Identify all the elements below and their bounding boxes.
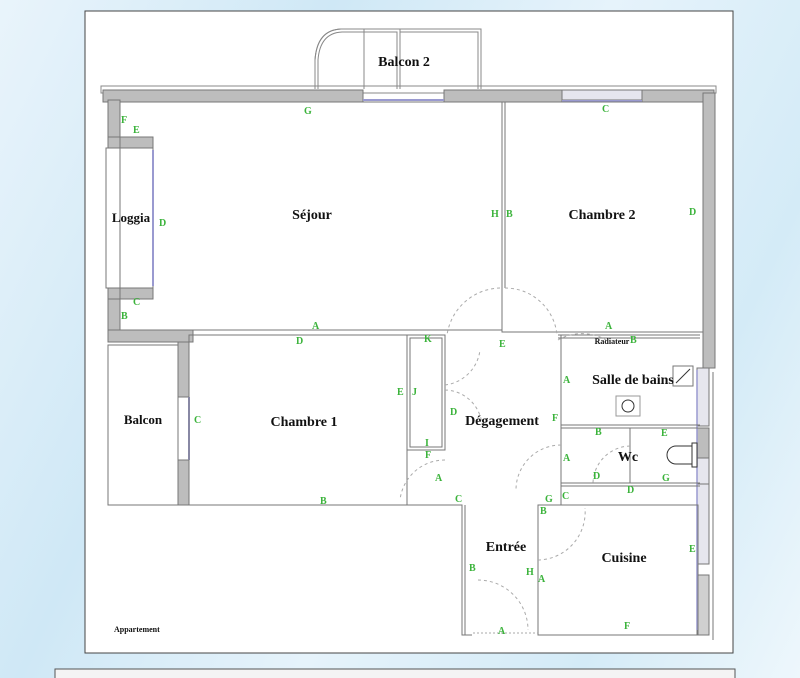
shower-drain-icon	[615, 395, 641, 417]
svg-text:E: E	[661, 428, 668, 439]
svg-text:D: D	[593, 471, 600, 482]
svg-text:D: D	[450, 407, 457, 418]
svg-text:F: F	[624, 621, 630, 632]
svg-text:F: F	[425, 450, 431, 461]
svg-text:F: F	[552, 413, 558, 424]
svg-text:E: E	[397, 387, 404, 398]
room-balcon: Balcon	[124, 412, 163, 427]
svg-text:B: B	[506, 209, 513, 220]
room-balcon-2: Balcon 2	[378, 55, 430, 70]
svg-text:A: A	[312, 321, 320, 332]
svg-text:F: F	[121, 115, 127, 126]
svg-text:B: B	[469, 563, 476, 574]
svg-text:I: I	[425, 438, 429, 449]
svg-text:G: G	[304, 106, 312, 117]
door-swings	[399, 287, 631, 631]
room-degagement: Dégagement	[465, 414, 539, 429]
toilet-icon	[666, 445, 693, 465]
svg-text:J: J	[412, 387, 417, 398]
svg-text:C: C	[602, 104, 609, 115]
svg-text:E: E	[133, 125, 140, 136]
svg-text:K: K	[424, 334, 432, 345]
room-sejour: Séjour	[292, 208, 332, 223]
svg-text:E: E	[499, 339, 506, 350]
room-entree: Entrée	[486, 540, 526, 555]
room-chambre-1: Chambre 1	[270, 415, 337, 430]
svg-text:C: C	[455, 494, 462, 505]
wall-letter-labels: G F E D C B A H C B D A D C E B K J I F …	[121, 104, 696, 637]
wall	[102, 89, 364, 103]
svg-text:A: A	[538, 574, 546, 585]
svg-text:E: E	[689, 544, 696, 555]
svg-text:D: D	[627, 485, 634, 496]
svg-text:G: G	[662, 473, 670, 484]
svg-text:B: B	[595, 427, 602, 438]
room-chambre-2: Chambre 2	[568, 208, 635, 223]
svg-text:A: A	[563, 453, 571, 464]
svg-text:D: D	[296, 336, 303, 347]
next-page-edge	[54, 668, 736, 678]
svg-text:D: D	[689, 207, 696, 218]
svg-text:A: A	[563, 375, 571, 386]
room-cuisine: Cuisine	[601, 551, 646, 566]
svg-text:G: G	[545, 494, 553, 505]
svg-text:B: B	[121, 311, 128, 322]
svg-text:B: B	[630, 335, 637, 346]
svg-text:C: C	[562, 491, 569, 502]
svg-text:B: B	[540, 506, 547, 517]
plan-caption: Appartement	[114, 625, 160, 634]
radiateur-note: Radiateur	[595, 337, 630, 346]
room-salle-de-bains: Salle de bains	[592, 373, 674, 388]
svg-text:A: A	[605, 321, 613, 332]
svg-text:C: C	[194, 415, 201, 426]
svg-text:H: H	[491, 209, 499, 220]
svg-text:H: H	[526, 567, 534, 578]
room-loggia: Loggia	[112, 210, 151, 225]
room-wc: Wc	[618, 450, 638, 465]
svg-text:D: D	[159, 218, 166, 229]
svg-text:B: B	[320, 496, 327, 507]
svg-text:C: C	[133, 297, 140, 308]
svg-text:A: A	[498, 626, 506, 637]
svg-text:A: A	[435, 473, 443, 484]
